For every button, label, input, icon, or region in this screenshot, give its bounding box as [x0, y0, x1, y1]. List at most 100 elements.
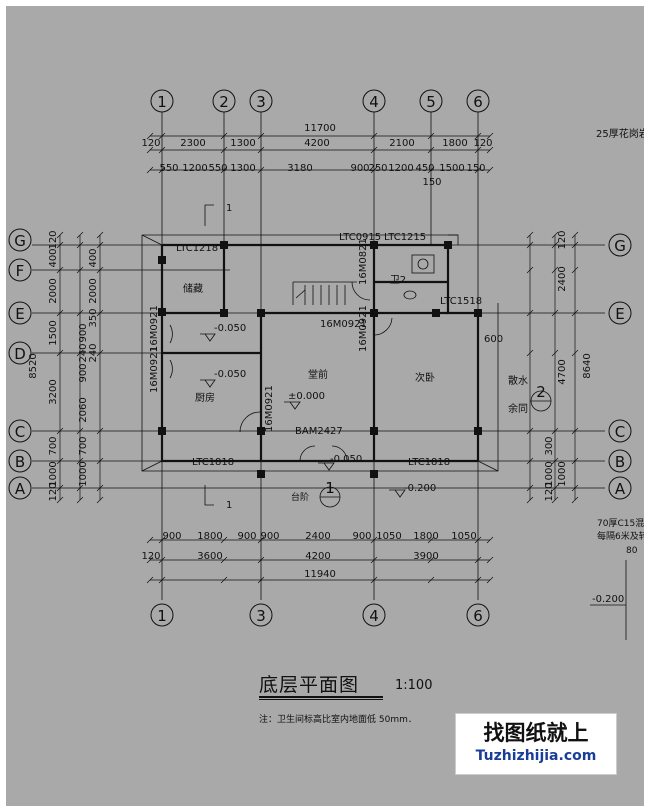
grid-bubble-left-C: C: [8, 419, 32, 443]
dim-top-total: 11700: [304, 123, 336, 134]
grid-label: C: [15, 423, 25, 441]
level-entrance: -0.050: [330, 454, 362, 465]
opening-labels: LTC1218 LTC0915 LTC1215 LTC1518 LTC1818 …: [149, 232, 482, 468]
dim-left-outer: 120: [48, 230, 59, 249]
apron-callout-num: 2: [536, 383, 546, 401]
top-right-note: 25厚花岗岩踏: [596, 127, 644, 140]
dim-tick: [486, 576, 494, 584]
dim-top-2: 550: [159, 163, 178, 174]
top-dimensions: 11700 120 2300 1300 4200 2100 1800 120 5…: [141, 123, 492, 188]
door-offset: 600: [484, 334, 503, 345]
dim-tick: [526, 266, 534, 274]
dim-tick: [486, 132, 494, 140]
dim-tick: [427, 132, 435, 140]
dim-left-inner: 2000: [88, 278, 99, 303]
grid-bubble-right-C: C: [608, 419, 632, 443]
dim-tick: [76, 457, 84, 465]
dim-tick: [158, 576, 166, 584]
dim-tick: [76, 496, 84, 504]
dim-top-2: 150: [466, 163, 485, 174]
dim-tick: [96, 457, 104, 465]
window-label: LTC1818: [408, 457, 450, 468]
grid-bubble-left-F: F: [8, 258, 32, 282]
room-wc: 卫2: [390, 275, 406, 286]
dim-tick: [551, 231, 559, 239]
dim-bottom-1: 900: [237, 531, 256, 542]
dim-left-inner: 350: [88, 308, 99, 327]
dim-tick: [474, 132, 482, 140]
dim-tick: [220, 556, 228, 564]
grid-bubble-right-B: B: [608, 449, 632, 473]
dim-tick: [486, 166, 494, 174]
left-grid-bubbles: G F E D C B A: [8, 228, 32, 500]
grid-bubble-top-4: 4: [362, 89, 386, 113]
dim-left-outer: 3200: [48, 379, 59, 404]
room-bedroom: 次卧: [415, 371, 435, 384]
right-dimensions: 120 2400 4700 1000 300 1000 120 8640: [544, 230, 593, 501]
room-storage: 储藏: [183, 282, 203, 295]
grid-bubble-top-2: 2: [212, 89, 236, 113]
dim-top-2: 450: [415, 163, 434, 174]
dim-tick: [526, 484, 534, 492]
dim-tick: [220, 536, 228, 544]
dim-right-inner: 300: [544, 436, 555, 455]
window-label: LTC1218: [176, 243, 218, 254]
dim-tick: [427, 536, 435, 544]
dim-tick: [96, 484, 104, 492]
dim-tick: [427, 146, 435, 154]
dim-tick: [370, 132, 378, 140]
dim-tick: [571, 309, 579, 317]
dim-tick: [526, 427, 534, 435]
grid-bubble-bottom-6: 6: [466, 603, 490, 627]
dim-tick: [96, 231, 104, 239]
dim-top-1: 120: [473, 138, 492, 149]
door-label: 16M0921: [264, 385, 275, 432]
dim-tick: [76, 349, 84, 357]
grid-label: F: [16, 262, 25, 280]
dim-tick: [571, 457, 579, 465]
dim-tick: [56, 309, 64, 317]
dim-tick: [370, 166, 378, 174]
dim-tick: [370, 556, 378, 564]
dim-tick: [571, 427, 579, 435]
columns: [158, 241, 482, 478]
right-note: 每隔6米及转角处: [597, 530, 644, 542]
dim-top-1: 1300: [230, 138, 255, 149]
level-marks: -0.050 -0.050 ±0.000 -0.050 -0.200 -0.20…: [214, 323, 624, 605]
dim-tick: [551, 266, 559, 274]
dim-tick: [96, 241, 104, 249]
bottom-dimensions: 900 1800 900 900 2400 900 1050 1800 1050…: [141, 531, 476, 580]
dim-tick: [526, 349, 534, 357]
dim-top-1: 2300: [180, 138, 205, 149]
dim-tick: [551, 496, 559, 504]
dim-left-inner: 1000: [78, 461, 89, 486]
grid-label: 4: [369, 607, 379, 625]
dim-tick: [56, 266, 64, 274]
apron-label: 散水: [508, 374, 528, 387]
dim-tick: [486, 536, 494, 544]
dim-tick: [257, 536, 265, 544]
grid-label: A: [15, 480, 26, 498]
dim-tick: [76, 241, 84, 249]
dim-tick: [427, 576, 435, 584]
room-hall: 堂前: [308, 368, 328, 381]
dim-top-2: 1300: [230, 163, 255, 174]
dim-tick: [56, 349, 64, 357]
drawing-sheet: 1 2 3 4 5 6 1 3 4 6 G F E D C B: [6, 6, 644, 806]
dim-tick: [257, 576, 265, 584]
dim-bottom-1: 900: [162, 531, 181, 542]
level-outside-right: -0.200: [592, 594, 624, 605]
dim-tick: [474, 576, 482, 584]
grid-bubble-left-A: A: [8, 476, 32, 500]
grid-bubble-right-E: E: [608, 301, 632, 325]
dim-tick: [146, 576, 154, 584]
dim-left-inner: 2060: [78, 397, 89, 422]
dim-tick: [571, 266, 579, 274]
watermark-cn: 找图纸就上: [483, 721, 589, 745]
dim-left-inner: 240: [88, 343, 99, 362]
dim-top-2: 1200: [388, 163, 413, 174]
section-mark-top: 1: [226, 203, 232, 214]
grid-bubble-bottom-1: 1: [150, 603, 174, 627]
grid-bubble-left-D: D: [8, 341, 32, 365]
dim-left-inner: 700: [78, 436, 89, 455]
